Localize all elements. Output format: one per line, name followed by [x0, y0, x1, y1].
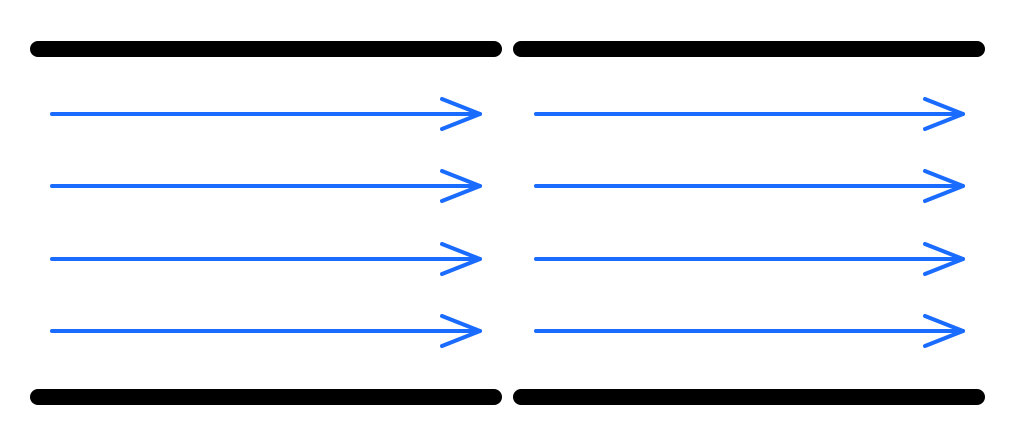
arrow-head: [923, 97, 965, 131]
arrow-head: [923, 314, 965, 348]
arrow-right-icon: [50, 97, 482, 131]
arrow-head: [440, 242, 482, 276]
arrow-head: [440, 97, 482, 131]
arrow-right-icon: [50, 314, 482, 348]
arrow-right-icon: [534, 314, 965, 348]
arrow-right-icon: [50, 242, 482, 276]
arrow-head: [440, 169, 482, 203]
arrow-right-icon: [534, 169, 965, 203]
arrow-head: [440, 314, 482, 348]
arrow-right-icon: [534, 242, 965, 276]
panel-left: [30, 41, 502, 405]
arrow-head: [923, 169, 965, 203]
panel-right: [513, 41, 985, 405]
arrow-right-icon: [50, 169, 482, 203]
arrow-head: [923, 242, 965, 276]
arrow-right-icon: [534, 97, 965, 131]
